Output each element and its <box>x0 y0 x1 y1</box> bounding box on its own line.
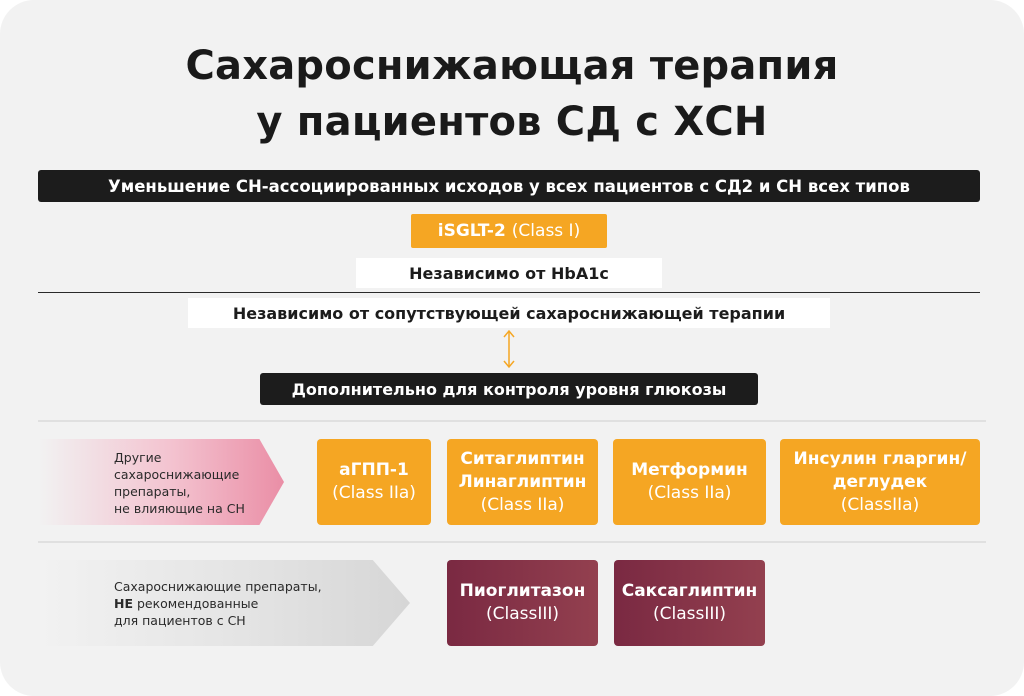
independent-hba1c-bar: Независимо от HbA1c <box>356 258 662 288</box>
other-drugs-arrow-tag <box>38 439 284 525</box>
sglt2-name: iSGLT-2 <box>437 221 506 241</box>
divider-line <box>38 292 980 293</box>
section-divider-1 <box>38 420 986 422</box>
independent-therapy-bar: Независимо от сопутствующей сахароснижаю… <box>188 298 830 328</box>
drug-box-insulin: Инсулин гларгин/ деглудек (ClassIIa) <box>780 439 980 525</box>
top-outcome-bar: Уменьшение СН-ассоциированных исходов у … <box>38 170 980 202</box>
glucose-control-bar: Дополнительно для контроля уровня глюкоз… <box>260 373 758 405</box>
not-recommended-label: Сахароснижающие препараты, НЕ рекомендов… <box>114 579 322 628</box>
drug-box-agpp1: аГПП-1 (Class IIa) <box>317 439 431 525</box>
section-divider-2 <box>38 541 986 543</box>
sglt2-class: (Class I) <box>511 221 581 241</box>
sglt2-pill: iSGLT-2 (Class I) <box>411 214 607 248</box>
not-recommended-arrow-tag <box>38 560 410 646</box>
drug-box-saxagliptin: Саксаглиптин (ClassIII) <box>614 560 765 646</box>
title-line-1: Сахароснижающая терапия <box>185 43 839 89</box>
drug-box-pioglitazone: Пиоглитазон (ClassIII) <box>447 560 598 646</box>
double-arrow-vertical-icon <box>503 329 515 369</box>
drug-box-metformin: Метформин (Class IIa) <box>613 439 766 525</box>
title-line-2: у пациентов СД с ХСН <box>256 99 768 145</box>
drug-box-sitagliptin: Ситаглиптин Линаглиптин (Class IIa) <box>447 439 598 525</box>
other-drugs-label: Другие сахароснижающие препараты, не вли… <box>114 450 245 516</box>
